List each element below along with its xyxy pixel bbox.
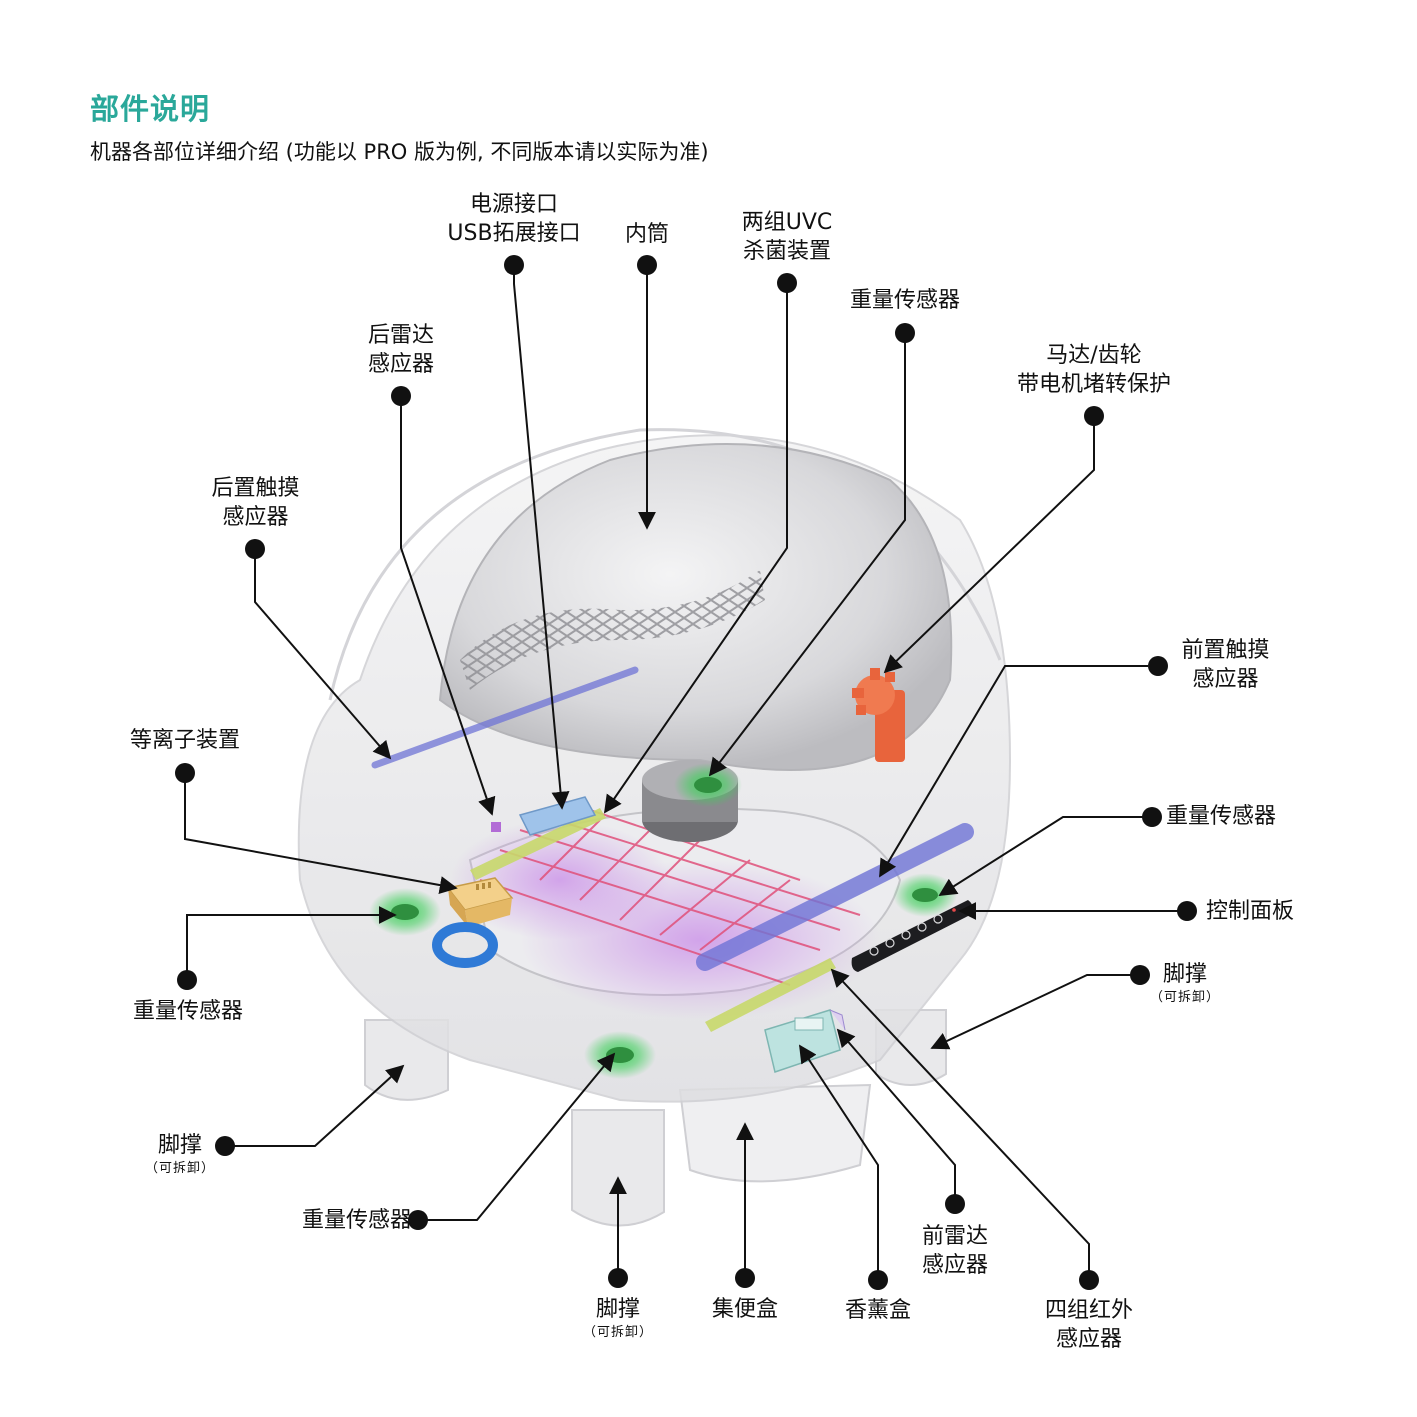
dot-weight-left [177, 970, 197, 990]
waste-box-shape [678, 1083, 872, 1183]
label-waste-box-line1: 集便盒 [711, 1297, 778, 1322]
label-foot-bottom: 脚撑 （可拆卸） [578, 1295, 658, 1342]
callout-lines [184, 265, 1187, 1280]
label-rear-touch-line1: 后置触摸 [211, 476, 300, 501]
page-subtitle: 机器各部位详细介绍 (功能以 PRO 版为例, 不同版本请以实际为准) [90, 140, 709, 164]
rear-radar-ring [432, 922, 498, 968]
dot-foot-right [1130, 965, 1150, 985]
dot-rear-radar [391, 386, 411, 406]
label-weight-bottom-line1: 重量传感器 [301, 1208, 412, 1233]
label-weight-top-line1: 重量传感器 [849, 288, 960, 313]
label-infrared-line1: 四组红外 [1044, 1298, 1133, 1323]
label-rear-radar-line1: 后雷达 [367, 323, 434, 348]
dot-front-radar [945, 1194, 965, 1214]
motor-gear-shape [852, 668, 905, 762]
dot-waste-box [735, 1268, 755, 1288]
dot-fragrance [868, 1270, 888, 1290]
label-foot-bottom-line1: 脚撑 [595, 1297, 640, 1322]
label-infrared-line2: 感应器 [1055, 1327, 1122, 1352]
label-control-panel: 控制面板 [1206, 897, 1316, 926]
label-front-radar: 前雷达 感应器 [895, 1222, 1015, 1280]
label-plasma-line1: 等离子装置 [129, 728, 240, 753]
dot-weight-right [1142, 807, 1162, 827]
label-weight-bottom: 重量传感器 [262, 1206, 412, 1235]
label-foot-bottom-sub: （可拆卸） [582, 1325, 653, 1340]
label-power-port-line1: 电源接口 [469, 192, 558, 217]
label-foot-left: 脚撑 （可拆卸） [140, 1131, 220, 1178]
label-rear-touch: 后置触摸 感应器 [193, 474, 318, 532]
label-front-touch-line2: 感应器 [1192, 667, 1259, 692]
label-front-touch: 前置触摸 感应器 [1163, 636, 1288, 694]
dot-weight-top [895, 323, 915, 343]
label-waste-box: 集便盒 [695, 1295, 795, 1324]
label-motor-line1: 马达/齿轮 [1046, 343, 1142, 368]
label-weight-top: 重量传感器 [830, 286, 980, 315]
control-panel-shape [851, 900, 973, 972]
dot-uvc [777, 273, 797, 293]
label-weight-left-line1: 重量传感器 [132, 999, 243, 1024]
label-fragrance: 香薰盒 [828, 1296, 928, 1325]
label-inner-drum: 内筒 [597, 220, 697, 249]
label-rear-radar-line2: 感应器 [367, 352, 434, 377]
label-rear-touch-line2: 感应器 [222, 505, 289, 530]
label-fragrance-line1: 香薰盒 [844, 1298, 911, 1323]
label-foot-right-line1: 脚撑 [1162, 962, 1207, 987]
dot-rear-touch [245, 539, 265, 559]
label-foot-left-line1: 脚撑 [157, 1133, 202, 1158]
touch-strips [470, 808, 836, 1032]
label-front-touch-line1: 前置触摸 [1181, 638, 1270, 663]
callout-dots [175, 255, 1197, 1290]
dot-infrared [1079, 1270, 1099, 1290]
label-weight-right: 重量传感器 [1166, 802, 1306, 831]
label-front-radar-line2: 感应器 [921, 1253, 988, 1278]
label-foot-left-sub: （可拆卸） [144, 1161, 215, 1176]
dot-foot-left [215, 1136, 235, 1156]
label-motor-line2: 带电机堵转保护 [1016, 372, 1171, 397]
legs [364, 1009, 947, 1227]
label-rear-radar: 后雷达 感应器 [341, 321, 461, 379]
label-foot-right: 脚撑 （可拆卸） [1145, 960, 1225, 1007]
label-foot-right-sub: （可拆卸） [1149, 990, 1220, 1005]
dot-front-touch [1148, 656, 1168, 676]
label-plasma: 等离子装置 [110, 726, 260, 755]
label-weight-left: 重量传感器 [113, 997, 263, 1026]
uvc-lamps [371, 666, 974, 971]
label-power-port: 电源接口 USB拓展接口 [434, 190, 594, 248]
dot-motor [1084, 406, 1104, 426]
plasma-device-shape [446, 877, 514, 927]
label-control-panel-line1: 控制面板 [1206, 899, 1295, 924]
dot-inner-drum [637, 255, 657, 275]
label-front-radar-line1: 前雷达 [921, 1224, 988, 1249]
dot-control-panel [1177, 901, 1197, 921]
dot-plasma [175, 763, 195, 783]
label-infrared: 四组红外 感应器 [1024, 1296, 1154, 1354]
label-inner-drum-line1: 内筒 [624, 222, 669, 247]
dot-foot-bottom [608, 1268, 628, 1288]
label-power-port-line2: USB拓展接口 [447, 221, 581, 246]
label-motor: 马达/齿轮 带电机堵转保护 [994, 341, 1194, 399]
dot-weight-bottom [408, 1210, 428, 1230]
dot-power-port [504, 255, 524, 275]
label-uvc: 两组UVC 杀菌装置 [717, 208, 857, 266]
machine-illustration [297, 428, 1012, 1227]
label-uvc-line1: 两组UVC [741, 210, 833, 235]
label-uvc-line2: 杀菌装置 [742, 239, 831, 264]
label-weight-right-line1: 重量传感器 [1166, 804, 1277, 829]
page-title: 部件说明 [90, 92, 211, 126]
fragrance-box-shape [764, 1009, 846, 1073]
